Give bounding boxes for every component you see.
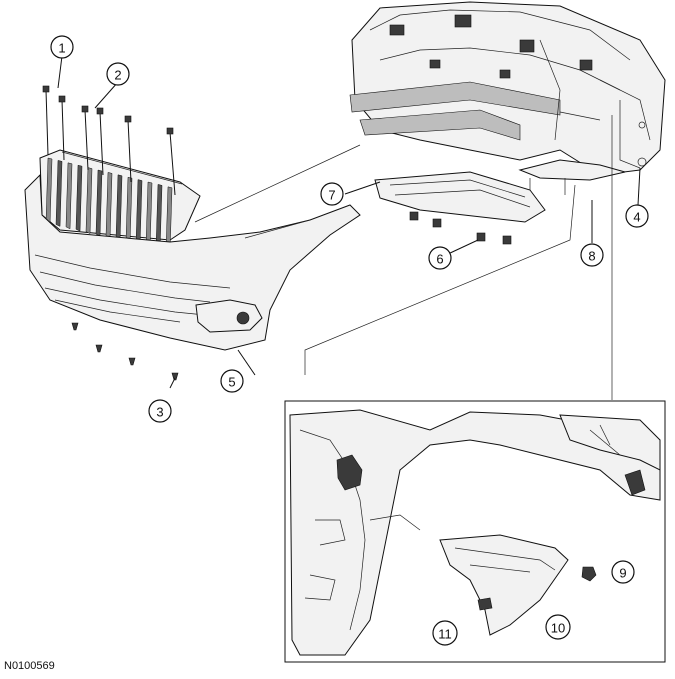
- callout-9: 9: [611, 560, 635, 584]
- callout-5-label: 5: [228, 375, 235, 390]
- callout-6: 6: [428, 246, 452, 270]
- grille-bar: [75, 164, 83, 232]
- radiator-grille: [39, 149, 201, 254]
- callout-1-label: 1: [58, 41, 65, 56]
- callout-1: 1: [50, 35, 74, 59]
- callout-8: 8: [580, 243, 604, 267]
- grille-bar: [55, 160, 63, 227]
- lower-air-deflector: [374, 171, 546, 245]
- callout-9-label: 9: [619, 566, 626, 581]
- callout-7-label: 7: [328, 188, 335, 203]
- callout-10-label: 10: [551, 621, 565, 636]
- callout-6-label: 6: [436, 252, 443, 267]
- vehicle-front-structure: [349, 1, 666, 195]
- callout-11-label: 11: [438, 627, 452, 642]
- callout-3: 3: [148, 399, 172, 423]
- bumper-lower-fasteners: [71, 322, 179, 381]
- callout-4: 4: [625, 204, 649, 228]
- callout-4-label: 4: [633, 210, 640, 225]
- grille-fasteners: [42, 85, 176, 196]
- callout-2-label: 2: [114, 68, 121, 83]
- detail-inset: [284, 400, 666, 663]
- callout-5: 5: [220, 369, 244, 393]
- callout-3-label: 3: [156, 405, 163, 420]
- callout-11: 11: [432, 620, 458, 646]
- callout-7: 7: [320, 182, 344, 206]
- grille-bar: [65, 162, 73, 230]
- front-bumper-cover: [24, 173, 361, 351]
- callout-8-label: 8: [588, 249, 595, 264]
- grille-bar: [85, 167, 93, 234]
- figure-id: N0100569: [4, 660, 55, 672]
- callout-10: 10: [545, 614, 571, 640]
- callout-2: 2: [106, 62, 130, 86]
